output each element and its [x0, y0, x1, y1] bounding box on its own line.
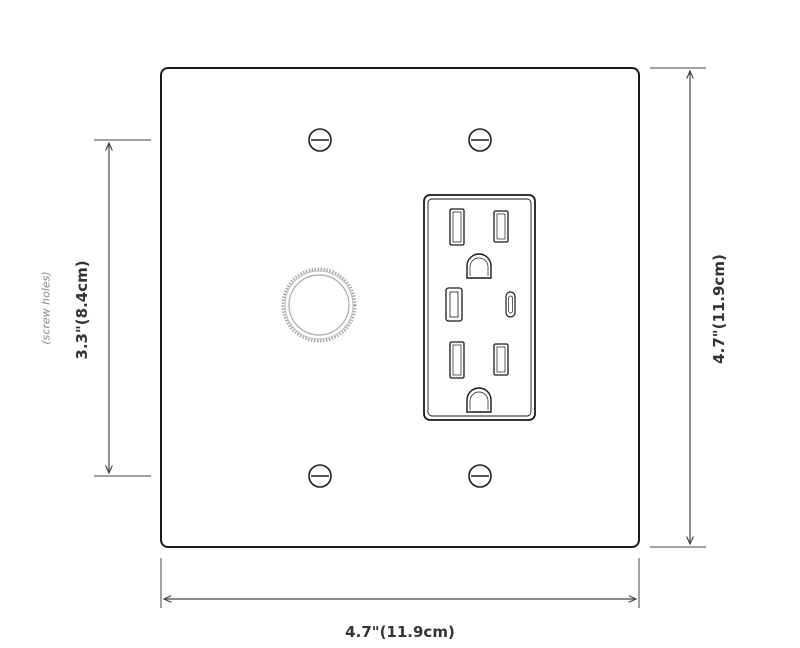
screw-holes-note: (screw holes)	[39, 271, 53, 345]
screw-spacing-dimension	[94, 139, 151, 477]
screw-icon	[308, 128, 332, 152]
wall-plate	[160, 67, 640, 548]
width-label: 4.7"(11.9cm)	[345, 623, 455, 641]
dimmer-knob-icon	[281, 267, 357, 343]
screw-icon	[468, 128, 492, 152]
usb-c-port-icon	[505, 291, 516, 318]
screw-icon	[468, 464, 492, 488]
screw-icon	[308, 464, 332, 488]
height-dimension	[650, 67, 706, 548]
outlet-icon	[423, 194, 536, 421]
width-dimension	[160, 558, 640, 608]
height-label: 4.7"(11.9cm)	[710, 254, 728, 364]
screw-spacing-label: 3.3"(8.4cm)	[73, 260, 91, 360]
usb-a-port-icon	[445, 287, 463, 322]
